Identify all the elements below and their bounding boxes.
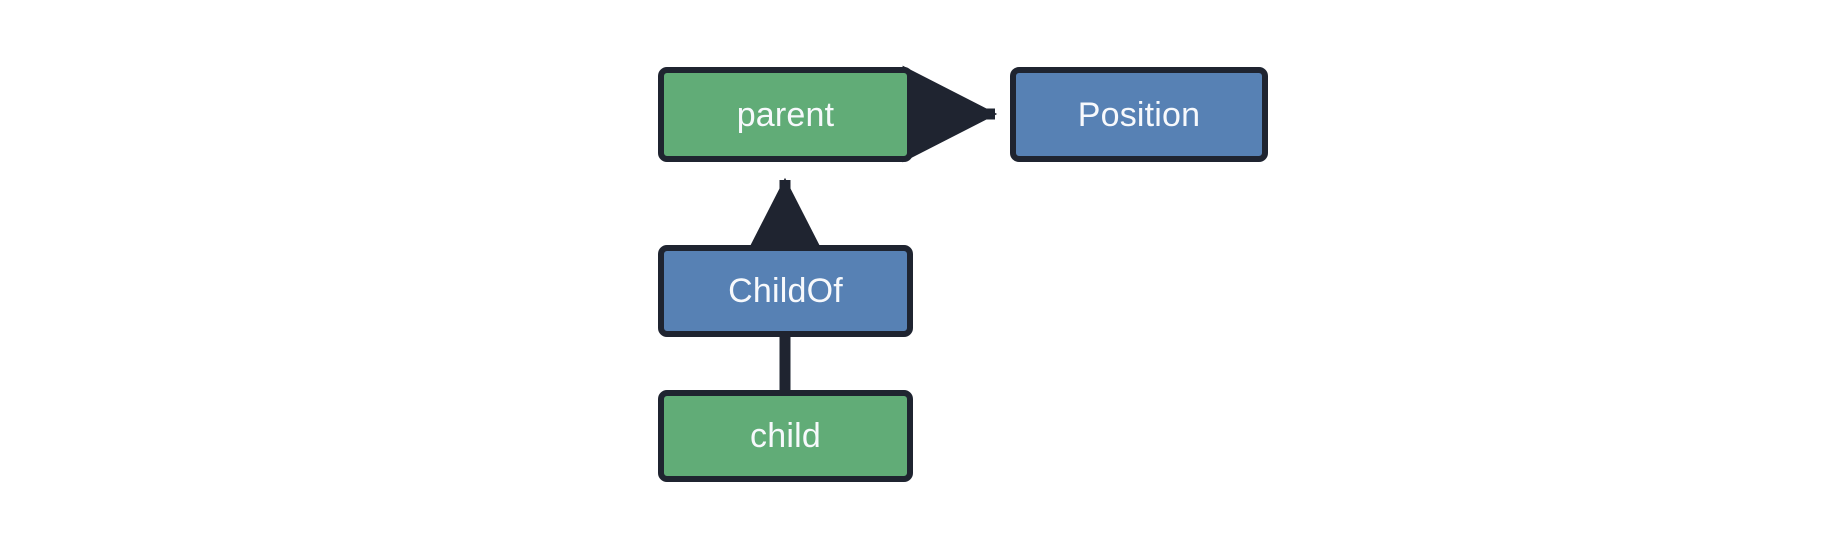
- node-childof-label: ChildOf: [728, 272, 843, 310]
- node-child[interactable]: child: [658, 390, 913, 482]
- node-parent-label: parent: [736, 95, 835, 134]
- node-position-label: Position: [1077, 95, 1201, 134]
- node-child-label: child: [750, 417, 821, 455]
- node-parent[interactable]: parent: [658, 67, 913, 162]
- node-position[interactable]: Position: [1010, 67, 1268, 162]
- node-childof[interactable]: ChildOf: [658, 245, 913, 337]
